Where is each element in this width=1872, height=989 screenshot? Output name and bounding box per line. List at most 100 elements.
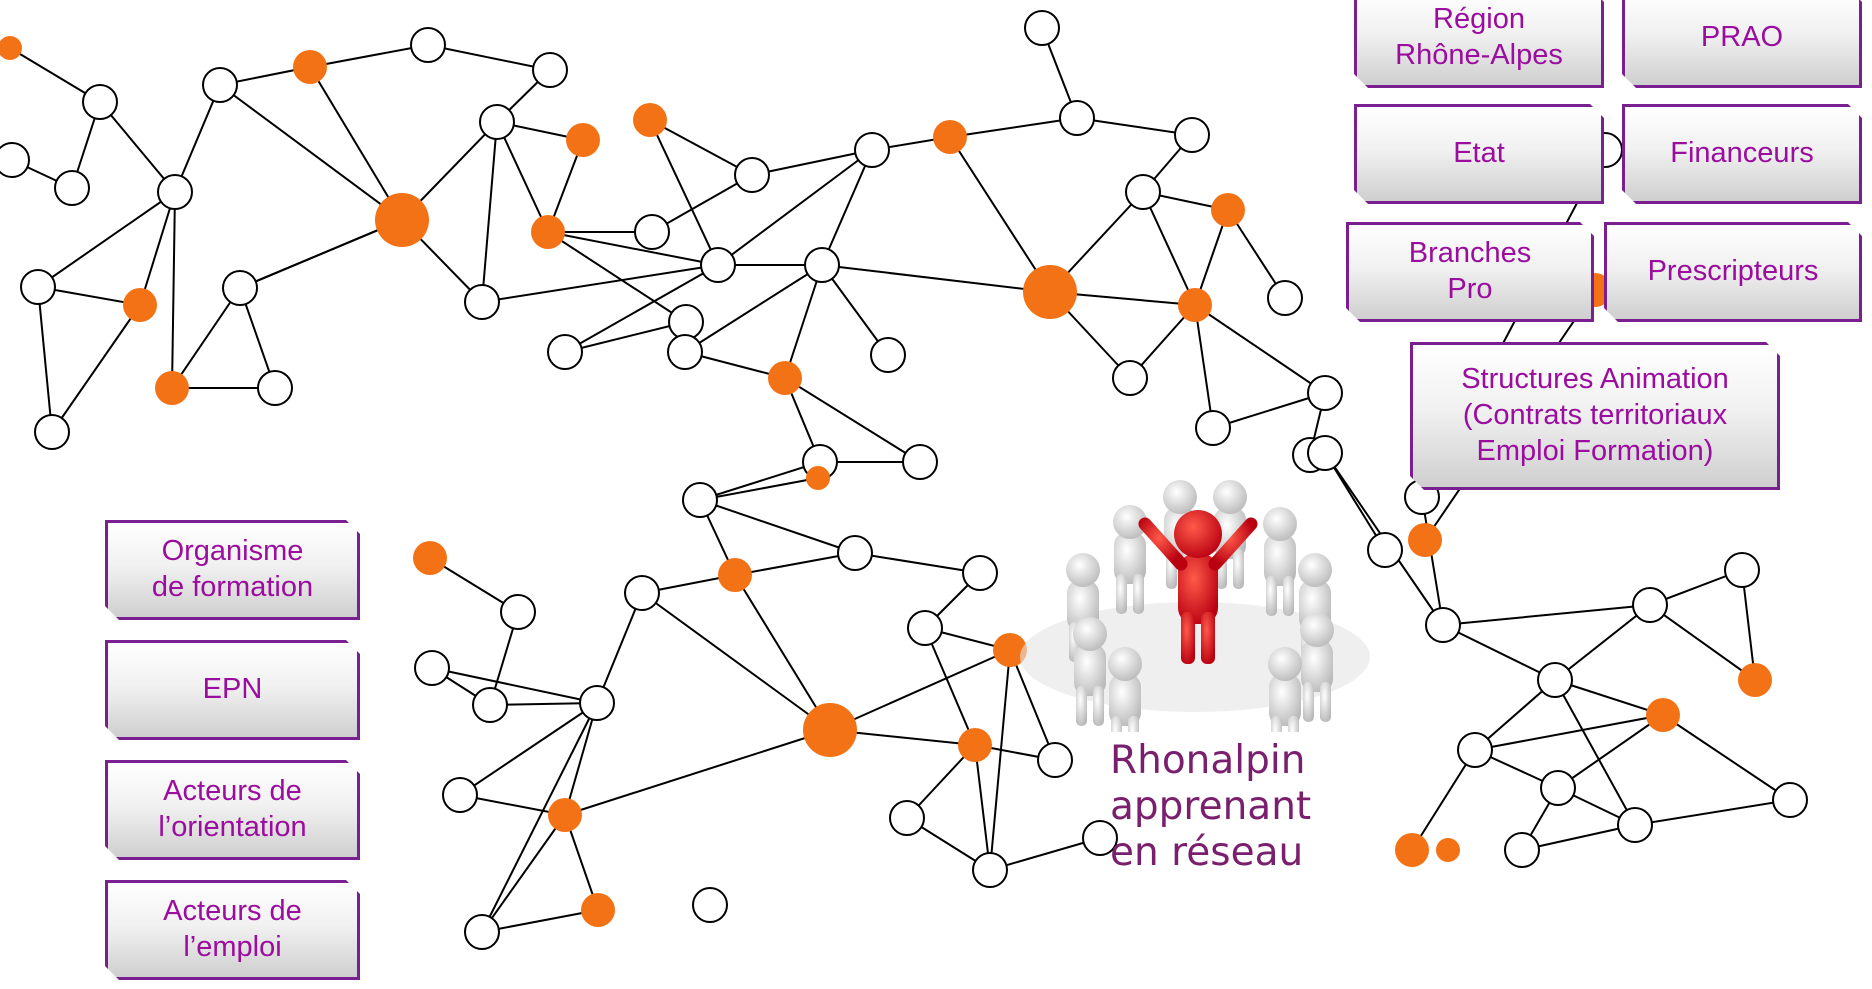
orange-node xyxy=(531,215,565,249)
network-edge xyxy=(784,264,823,379)
white-node xyxy=(1504,832,1540,868)
white-node xyxy=(202,67,238,103)
network-edge xyxy=(427,44,551,71)
orange-node xyxy=(1436,838,1460,862)
box-branches: Branches Pro xyxy=(1346,222,1594,322)
white-node xyxy=(1617,807,1653,843)
box-etat: Etat xyxy=(1354,104,1604,204)
white-node xyxy=(1540,770,1576,806)
orange-node xyxy=(1178,288,1212,322)
white-node xyxy=(854,132,890,168)
white-node xyxy=(20,269,56,305)
network-edge xyxy=(481,264,719,303)
network-edge xyxy=(1649,604,1756,681)
white-node xyxy=(479,104,515,140)
orange-node xyxy=(566,123,600,157)
network-edge xyxy=(699,499,856,554)
white-node xyxy=(734,157,770,193)
orange-node xyxy=(1738,663,1772,697)
network-edge xyxy=(139,191,176,306)
box-region: Région Rhône-Alpes xyxy=(1354,0,1604,88)
white-node xyxy=(1772,782,1808,818)
network-edge xyxy=(431,667,598,704)
network-edge xyxy=(99,101,176,193)
orange-node xyxy=(768,361,802,395)
network-edge xyxy=(717,149,873,266)
network-edge xyxy=(171,287,241,389)
network-edge xyxy=(564,321,687,353)
white-node xyxy=(902,444,938,480)
person-figure xyxy=(1300,613,1334,722)
network-edge xyxy=(1557,714,1664,789)
orange-node xyxy=(155,371,189,405)
network-edge xyxy=(651,174,753,233)
orange-node xyxy=(633,103,667,137)
orange-node xyxy=(958,728,992,762)
network-edge xyxy=(821,264,1051,293)
orange-node xyxy=(993,633,1027,667)
orange-node xyxy=(806,466,830,490)
network-edge xyxy=(784,377,921,463)
person-figure xyxy=(1073,617,1107,726)
network-edge xyxy=(51,304,141,433)
orange-node xyxy=(1395,833,1429,867)
network-edge xyxy=(219,84,403,221)
white-node xyxy=(1125,174,1161,210)
box-structures: Structures Animation (Contrats territori… xyxy=(1410,342,1780,490)
network-edge xyxy=(1554,604,1651,681)
white-node xyxy=(870,337,906,373)
white-node xyxy=(442,777,478,813)
white-node xyxy=(667,334,703,370)
network-edge xyxy=(1194,304,1326,394)
white-node xyxy=(1307,435,1343,471)
white-node xyxy=(414,650,450,686)
white-node xyxy=(1267,280,1303,316)
network-edge xyxy=(699,461,821,501)
orange-node xyxy=(1211,193,1245,227)
network-edge xyxy=(854,552,981,574)
orange-node xyxy=(375,193,429,247)
white-node xyxy=(692,887,728,923)
white-node xyxy=(972,852,1008,888)
person-figure xyxy=(1113,505,1147,614)
network-edge xyxy=(547,231,687,323)
orange-node xyxy=(548,798,582,832)
white-node xyxy=(1112,360,1148,396)
white-node xyxy=(1082,820,1118,856)
orange-node xyxy=(1408,523,1442,557)
network-edge xyxy=(1662,714,1791,801)
white-node xyxy=(1632,587,1668,623)
network-edge xyxy=(1442,624,1556,681)
network-nodes xyxy=(0,10,1808,950)
white-node xyxy=(634,214,670,250)
caption-rhonalpin: Rhonalpin apprenant en réseau xyxy=(1110,738,1312,876)
network-edge xyxy=(459,702,598,796)
network-edge xyxy=(564,264,719,353)
network-edge xyxy=(1634,799,1791,826)
white-node xyxy=(464,284,500,320)
box-prescripteurs: Prescripteurs xyxy=(1604,222,1862,322)
white-node xyxy=(532,52,568,88)
network-edge xyxy=(496,121,549,233)
white-node xyxy=(410,27,446,63)
box-acteurs-orientation: Acteurs de l’orientation xyxy=(105,760,360,860)
orange-node xyxy=(123,288,157,322)
network-edge xyxy=(649,119,753,176)
box-financeurs: Financeurs xyxy=(1622,104,1862,204)
white-node xyxy=(1037,742,1073,778)
orange-node xyxy=(293,50,327,84)
network-edge xyxy=(37,286,53,433)
white-node xyxy=(1059,100,1095,136)
white-node xyxy=(962,555,998,591)
network-edge xyxy=(1324,452,1386,551)
box-epn: EPN xyxy=(105,640,360,740)
white-node xyxy=(1425,607,1461,643)
white-node xyxy=(1174,117,1210,153)
network-edge xyxy=(821,149,873,266)
box-prao: PRAO xyxy=(1622,0,1862,88)
white-node xyxy=(682,482,718,518)
white-node xyxy=(1537,662,1573,698)
network-edge xyxy=(1076,117,1193,136)
people-ring xyxy=(1066,480,1334,732)
